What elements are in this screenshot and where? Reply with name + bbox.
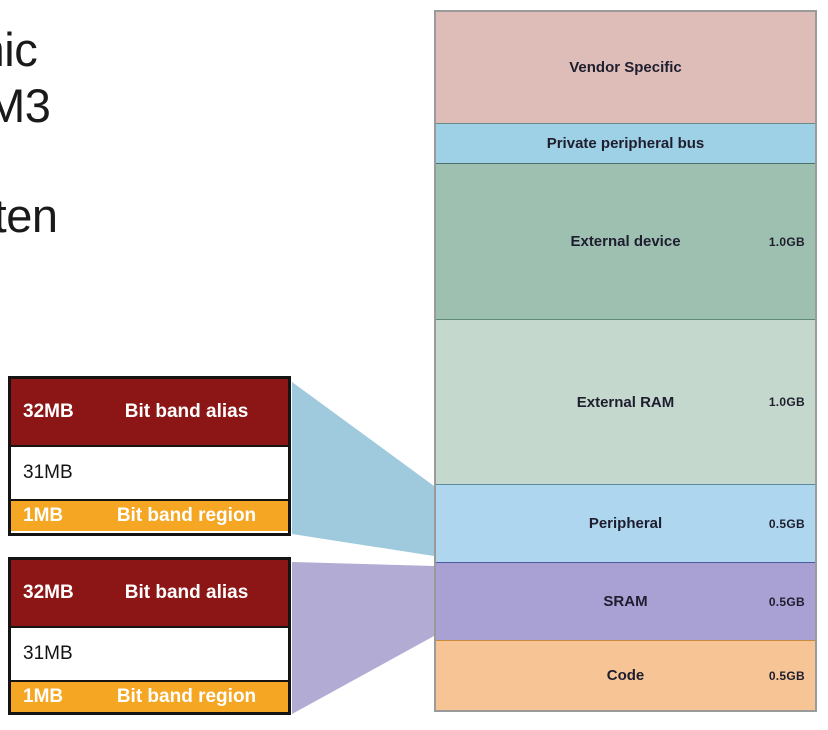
- bitband-row-label: Bit band alias: [124, 401, 249, 422]
- memory-region-code: Code 0.5GB: [436, 641, 815, 710]
- bitband-row-size: 1MB: [23, 505, 64, 526]
- bitband-row-size: 1MB: [23, 686, 64, 707]
- memory-region-external-ram: External RAM 1.0GB: [436, 320, 815, 485]
- bitband-row-region: 1MB Bit band region: [11, 501, 288, 531]
- memory-region-size: 0.5GB: [768, 594, 805, 609]
- sram-connector-wedge: [292, 562, 434, 714]
- memory-region-name: External RAM: [576, 393, 675, 411]
- memory-region-external-device: External device 1.0GB: [436, 164, 815, 320]
- memory-region-size: 1.0GB: [768, 234, 805, 249]
- memory-region-private-peripheral-bus: Private peripheral bus: [436, 124, 815, 164]
- memory-region-name: Private peripheral bus: [546, 135, 705, 152]
- bullet-text-line-1: omic: [0, 23, 38, 76]
- bitband-row-region: 1MB Bit band region: [11, 682, 288, 712]
- memory-region-size: 0.5GB: [768, 516, 805, 531]
- bitband-row-alias: 32MB Bit band alias: [11, 560, 288, 628]
- memory-region-name: Vendor Specific: [569, 59, 682, 76]
- memory-region-size: 0.5GB: [768, 668, 805, 683]
- memory-region-sram: SRAM 0.5GB: [436, 563, 815, 641]
- memory-region-vendor-specific: Vendor Specific: [436, 12, 815, 124]
- bullet-text-line-3: ritten: [0, 189, 58, 242]
- bitband-row-gap: 31MB: [11, 447, 288, 501]
- bitband-row-gap: 31MB: [11, 628, 288, 682]
- memory-region-size: 1.0GB: [768, 395, 805, 409]
- bitband-row-size: 32MB: [23, 401, 74, 422]
- bitband-row-label: Bit band region: [116, 686, 257, 707]
- bullet-text-line-2: x-M3: [0, 79, 51, 132]
- peripheral-connector-wedge: [292, 382, 434, 556]
- memory-region-name: Peripheral: [588, 515, 663, 532]
- memory-region-name: Code: [606, 667, 645, 684]
- bitband-row-size: 31MB: [23, 643, 73, 664]
- bitband-detail-box-2: 32MB Bit band alias 31MB 1MB Bit band re…: [8, 557, 291, 715]
- memory-region-name: SRAM: [603, 593, 648, 610]
- bitband-row-alias: 32MB Bit band alias: [11, 379, 288, 447]
- memory-map-diagram: Vendor Specific Private peripheral bus E…: [434, 10, 817, 712]
- bitband-row-size: 31MB: [23, 462, 73, 483]
- bitband-row-size: 32MB: [23, 582, 74, 603]
- bitband-row-label: Bit band region: [116, 505, 257, 526]
- memory-region-name: External device: [570, 233, 681, 250]
- bitband-row-label: Bit band alias: [124, 582, 249, 603]
- memory-region-peripheral: Peripheral 0.5GB: [436, 485, 815, 563]
- bitband-detail-box-1: 32MB Bit band alias 31MB 1MB Bit band re…: [8, 376, 291, 536]
